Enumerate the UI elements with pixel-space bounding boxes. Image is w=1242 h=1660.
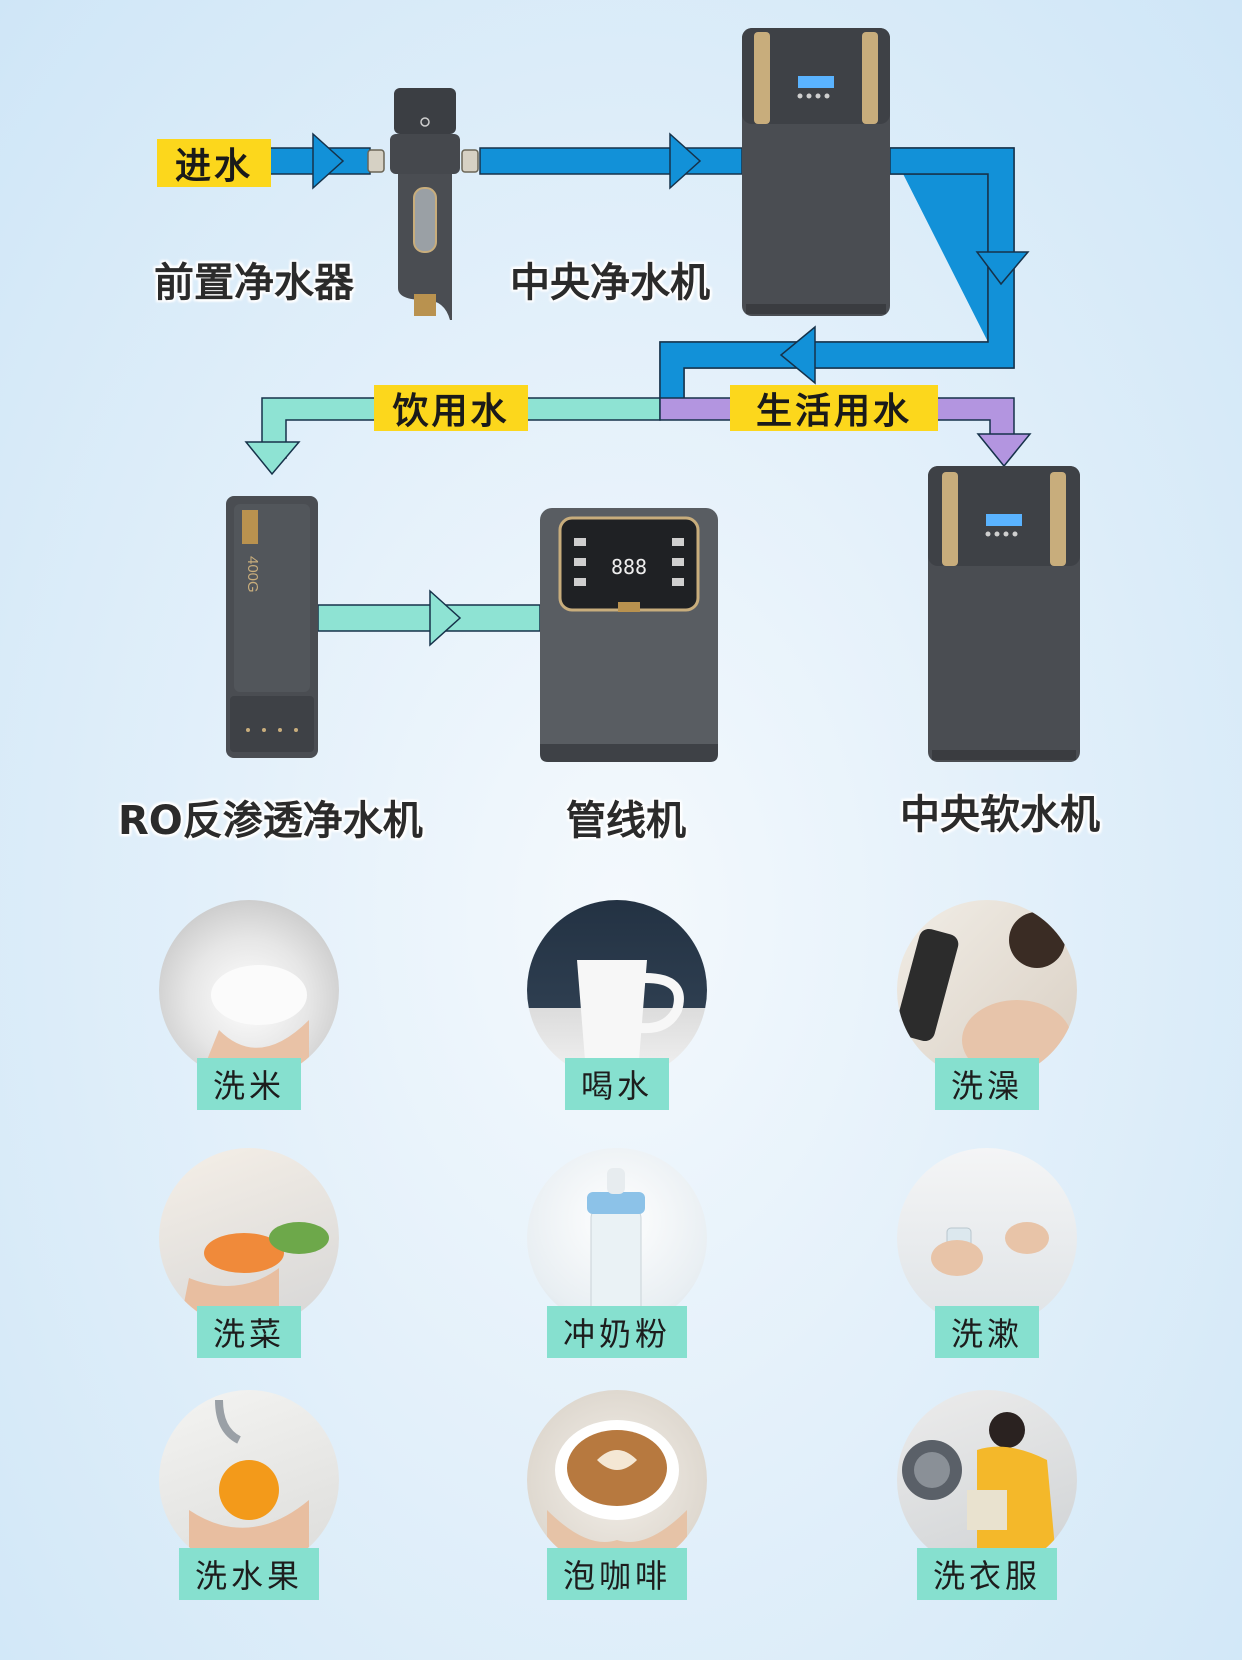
inlet-tag: 进水	[157, 139, 271, 187]
arrow-down-icon	[244, 441, 301, 476]
washing-vegetables-icon	[179, 1222, 329, 1328]
pipe-fittings	[367, 149, 479, 173]
use-label: 洗澡	[934, 1058, 1040, 1110]
baby-bottle-icon	[587, 1168, 645, 1328]
drinking-water-tag: 饮用水	[374, 385, 528, 432]
ro-purifier-label: RO反渗透净水机	[118, 798, 423, 844]
pipeline-machine-icon: 888	[540, 508, 718, 762]
ro-purifier-device: 400G	[226, 496, 318, 758]
use-label: 泡咖啡	[546, 1548, 688, 1600]
inlet-arrows	[312, 132, 1030, 385]
washing-fruit-icon	[189, 1399, 309, 1570]
laundry-icon	[902, 1412, 1057, 1570]
use-label: 洗菜	[196, 1306, 302, 1358]
pipeline-machine-device: 888	[540, 508, 718, 762]
use-shower: 洗澡	[897, 900, 1077, 1110]
washing-face-icon	[931, 1222, 1049, 1276]
coffee-cup-icon	[547, 1420, 687, 1570]
arrow-right-icon	[669, 132, 702, 190]
use-laundry: 洗衣服	[897, 1390, 1077, 1600]
prefilter-label: 前置净水器	[154, 260, 354, 306]
use-washing-vegetables: 洗菜	[159, 1148, 339, 1358]
central-softener-device	[928, 466, 1080, 762]
use-label: 洗衣服	[916, 1548, 1058, 1600]
pipeline-display-text: 888	[611, 555, 647, 579]
shower-icon	[897, 912, 1072, 1080]
use-label: 洗漱	[934, 1306, 1040, 1358]
arrow-down-icon	[976, 433, 1032, 468]
use-washing-rice: 洗米	[159, 900, 339, 1110]
use-label: 洗米	[196, 1058, 302, 1110]
arrow-left-icon	[779, 325, 816, 385]
use-baby-formula: 冲奶粉	[527, 1148, 707, 1358]
use-drinking: 喝水	[527, 900, 707, 1110]
living-water-tag: 生活用水	[730, 385, 938, 432]
use-washing-face: 洗漱	[897, 1148, 1077, 1358]
use-label: 冲奶粉	[546, 1306, 688, 1358]
prefilter-icon	[390, 88, 460, 338]
use-washing-fruit: 洗水果	[159, 1390, 339, 1600]
use-label: 洗水果	[178, 1548, 320, 1600]
drinking-cup-icon	[577, 960, 684, 1060]
ro-outlet-pipe	[317, 604, 541, 632]
use-coffee: 泡咖啡	[527, 1390, 707, 1600]
ro-purifier-icon: 400G	[226, 496, 318, 758]
washing-rice-icon	[199, 965, 309, 1080]
central-softener-label: 中央软水机	[900, 792, 1100, 838]
central-purifier-icon	[742, 28, 890, 316]
central-purifier-label: 中央净水机	[510, 260, 710, 306]
central-purifier-device	[742, 28, 890, 316]
ro-capacity-text: 400G	[244, 556, 261, 593]
pipeline-machine-label: 管线机	[566, 798, 686, 844]
arrow-right-icon	[312, 132, 345, 190]
arrow-right-icon	[429, 589, 462, 647]
arrow-down-icon	[975, 251, 1030, 286]
use-label: 喝水	[564, 1058, 670, 1110]
central-softener-icon	[928, 466, 1080, 762]
prefilter-device	[390, 88, 460, 338]
